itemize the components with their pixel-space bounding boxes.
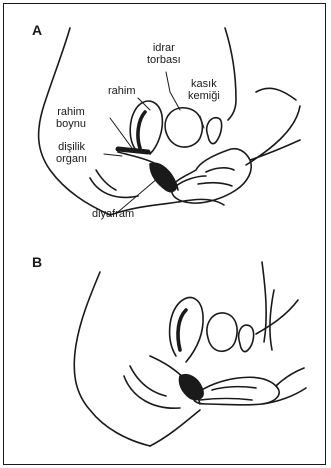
panel-label-a: A bbox=[32, 22, 42, 38]
panel-b-body-outline bbox=[74, 272, 150, 446]
panel-label-b: B bbox=[32, 254, 42, 270]
label-idrar-torbasi: idrar torbası bbox=[147, 42, 181, 66]
leader-idrar-torbasi bbox=[166, 72, 180, 110]
leader-diyafram bbox=[118, 178, 158, 212]
panel-a-diaphragm bbox=[150, 163, 176, 191]
label-rahim: rahim bbox=[108, 85, 136, 97]
panel-a-cervix bbox=[118, 149, 148, 152]
panel-b-bladder bbox=[207, 313, 237, 351]
label-diyafram: diyafram bbox=[92, 208, 134, 220]
panel-b-hand bbox=[194, 377, 280, 405]
panel-a-uterus bbox=[130, 101, 162, 154]
panel-b-thigh-line bbox=[256, 300, 298, 334]
panel-a-abdomen-outline bbox=[225, 28, 236, 120]
panel-a-thigh-line bbox=[256, 88, 296, 100]
panel-b-drawing bbox=[74, 262, 306, 446]
leader-rahim-boynu bbox=[110, 118, 132, 148]
panel-a-pubic-bone bbox=[207, 118, 222, 144]
panel-a-bladder bbox=[165, 108, 202, 147]
panel-b-diaphragm bbox=[179, 375, 203, 400]
leader-disilik-organi bbox=[104, 154, 122, 156]
panel-b-uterus bbox=[170, 298, 203, 362]
panel-b-pubic-bone bbox=[239, 325, 254, 352]
label-rahim-boynu: rahim boynu bbox=[56, 106, 86, 130]
panel-a-hand bbox=[172, 149, 252, 203]
label-kasik-kemigi: kasık kemiği bbox=[188, 78, 220, 102]
label-disilik-organi: dişilik organı bbox=[56, 141, 87, 165]
